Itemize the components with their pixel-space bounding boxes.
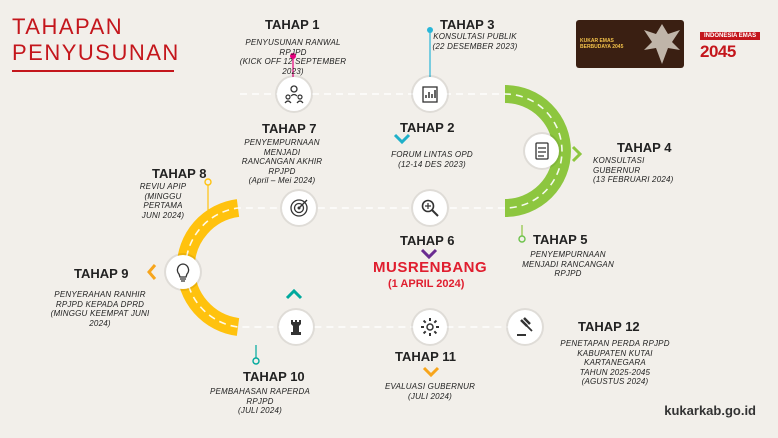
indonesia-emas-year: 2045 (700, 42, 736, 61)
stage-7-label: TAHAP 7 (262, 121, 317, 136)
stage-4-desc: KONSULTASI GUBERNUR (13 FEBRUARI 2024) (593, 156, 674, 184)
stage-1-desc: PENYUSUNAN RANWAL RPJPD (KICK OFF 12 SEP… (239, 38, 347, 76)
connector-dot-1 (290, 53, 296, 59)
logo-text-line2: BERBUDAYA 2045 (580, 44, 624, 50)
stage-6-label: TAHAP 6 (400, 233, 455, 248)
page-title-line1: TAHAPAN (12, 14, 124, 39)
garuda-emblem-icon (644, 24, 680, 64)
stage-9-label: TAHAP 9 (74, 266, 129, 281)
chess-rook-icon (279, 310, 313, 344)
stage-5-desc: PENYEMPURNAAN MENJADI RANCANGAN RPJPD (522, 250, 614, 278)
stage-12-desc: PENETAPAN PERDA RPJPD KABUPATEN KUTAI KA… (560, 339, 670, 386)
musrenbang-title: MUSRENBANG (373, 259, 488, 276)
stage-2-desc: FORUM LINTAS OPD (12-14 DES 2023) (391, 150, 473, 169)
connector-dot-5 (518, 235, 526, 243)
stage-3-label: TAHAP 3 (440, 17, 495, 32)
footer-website: kukarkab.go.id (664, 403, 756, 418)
checklist-icon (525, 134, 559, 168)
stage-5-label: TAHAP 5 (533, 232, 588, 247)
stage-4-label: TAHAP 4 (617, 140, 672, 155)
stage-12-label: TAHAP 12 (578, 319, 640, 334)
title-underline (12, 70, 174, 72)
people-money-icon (277, 77, 311, 111)
stage-11-label: TAHAP 11 (395, 349, 456, 364)
chart-report-icon (413, 77, 447, 111)
indonesia-emas-logo: INDONESIA EMAS 2045 (694, 32, 761, 66)
musrenbang-date: (1 APRIL 2024) (388, 278, 465, 290)
stage-9-desc: PENYERAHAN RANHIR RPJPD KEPADA DPRD (MIN… (50, 290, 150, 328)
stage-8-label: TAHAP 8 (152, 166, 207, 181)
logo-text-line1: KUKAR EMAS (580, 38, 614, 44)
stage-3-desc: KONSULTASI PUBLIK (22 DESEMBER 2023) (432, 32, 518, 51)
page-title-line2: PENYUSUNAN (12, 40, 180, 65)
stage-7-desc: PENYEMPURNAAN MENJADI RANCANGAN AKHIR RP… (241, 138, 323, 185)
connector-dot-3 (427, 27, 433, 33)
indonesia-emas-label: INDONESIA EMAS (700, 32, 761, 40)
chevron-down-icon (393, 133, 411, 145)
target-icon (282, 191, 316, 225)
stage-10-label: TAHAP 10 (243, 369, 305, 384)
gear-icon (413, 310, 447, 344)
stage-2-label: TAHAP 2 (400, 120, 455, 135)
chevron-up-icon (285, 288, 303, 300)
search-icon (413, 191, 447, 225)
connector-dot-10 (252, 357, 260, 365)
chevron-right-icon (571, 145, 583, 163)
stage-1-label: TAHAP 1 (265, 17, 320, 32)
stage-10-desc: PEMBAHASAN RAPERDA RPJPD (JULI 2024) (209, 387, 311, 415)
chevron-down-icon (422, 366, 440, 378)
chevron-down-icon (420, 248, 438, 260)
chevron-left-icon (147, 264, 157, 280)
gavel-icon (508, 310, 542, 344)
stage-8-desc: REVIU APIP (MINGGU PERTAMA JUNI 2024) (139, 182, 187, 220)
lightbulb-icon (166, 255, 200, 289)
stage-11-desc: EVALUASI GUBERNUR (JULI 2024) (384, 382, 476, 401)
kukar-emas-logo: KUKAR EMAS BERBUDAYA 2045 (576, 20, 684, 68)
